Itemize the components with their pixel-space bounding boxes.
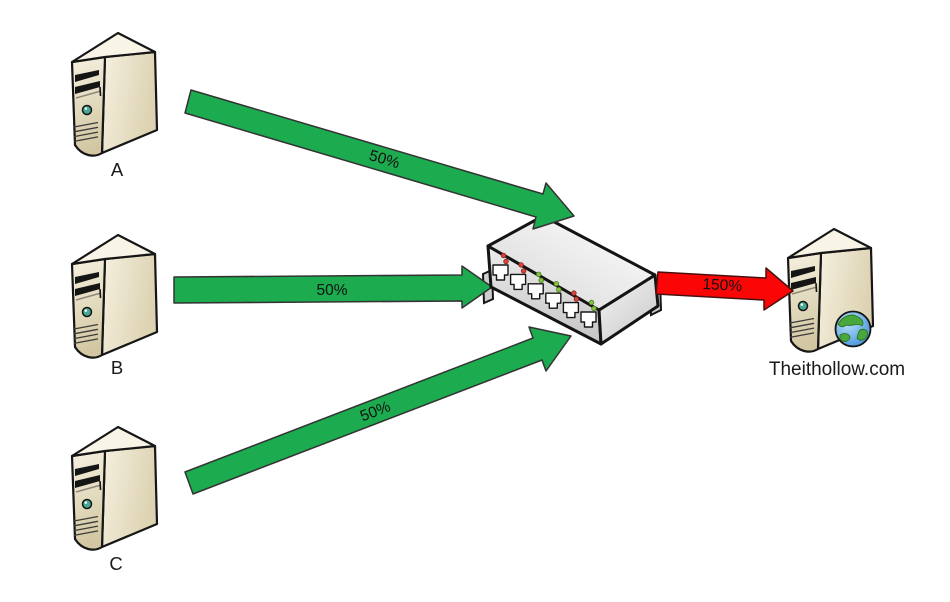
flow-arrow-overload bbox=[655, 267, 794, 311]
server-a-node: A bbox=[70, 31, 159, 180]
globe-icon bbox=[834, 310, 872, 348]
flow-b-label: 50% bbox=[316, 282, 347, 299]
server-c-node: C bbox=[70, 425, 159, 574]
flow-arrow-c bbox=[184, 326, 572, 495]
web-server-node: Theithollow.com bbox=[769, 227, 905, 380]
server-c-label: C bbox=[109, 553, 122, 574]
led-indicator bbox=[503, 258, 509, 265]
led-indicator bbox=[536, 271, 542, 277]
flow-switch-to-web bbox=[655, 267, 794, 311]
web-server-label: Theithollow.com bbox=[769, 359, 905, 380]
led-indicator bbox=[571, 290, 577, 296]
led-indicator bbox=[538, 277, 544, 283]
led-indicator bbox=[556, 287, 562, 293]
switch-node bbox=[486, 214, 660, 346]
flow-arrow-b bbox=[173, 265, 493, 309]
flow-arrow-a bbox=[184, 89, 575, 230]
flow-b-to-switch bbox=[173, 265, 493, 309]
led-indicator bbox=[591, 305, 597, 312]
led-indicator bbox=[553, 281, 559, 287]
led-indicator bbox=[588, 299, 595, 306]
flow-overload-label: 150% bbox=[702, 276, 743, 295]
led-indicator bbox=[518, 262, 524, 268]
flow-a-to-switch bbox=[184, 89, 575, 230]
flow-c-to-switch bbox=[184, 326, 572, 495]
led-indicator bbox=[500, 252, 507, 259]
switch-top-face bbox=[486, 214, 657, 312]
server-b-label: B bbox=[111, 357, 123, 378]
switch-port-leds bbox=[500, 252, 597, 312]
led-indicator bbox=[573, 296, 580, 302]
server-a-label: A bbox=[111, 159, 124, 180]
led-indicator bbox=[520, 268, 527, 274]
server-b-node: B bbox=[70, 233, 159, 378]
